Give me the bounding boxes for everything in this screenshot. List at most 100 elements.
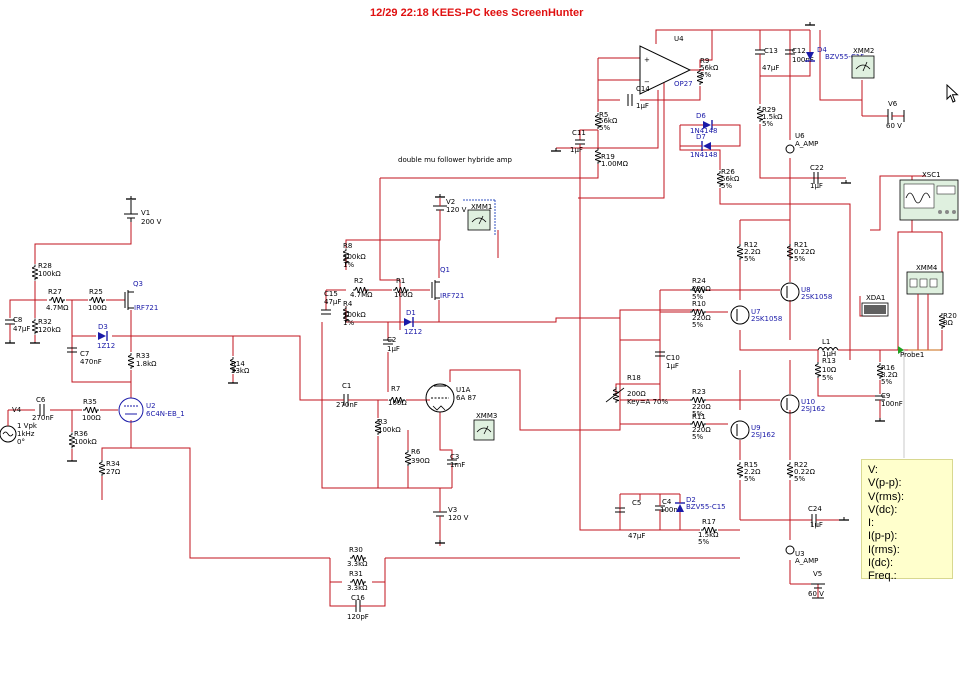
comp-R20[interactable]: R20 8Ω bbox=[939, 312, 957, 330]
comp-R27[interactable]: R27 4.7MΩ bbox=[46, 288, 69, 312]
comp-C8[interactable]: C8 47µF bbox=[5, 316, 30, 344]
comp-U9[interactable]: U9 2SJ162 bbox=[730, 420, 775, 440]
comp-C12[interactable]: C12 100nF bbox=[785, 47, 814, 68]
comp-R5[interactable]: R5 56kΩ 5% bbox=[595, 111, 618, 132]
comp-XMM4[interactable]: XMM4 bbox=[906, 264, 944, 350]
comp-C6[interactable]: C6 270nF bbox=[32, 396, 54, 422]
comp-C14[interactable]: C14 1µF bbox=[627, 85, 650, 110]
comp-R13[interactable]: R13 10Ω 5% bbox=[815, 357, 837, 382]
comp-Q1[interactable]: Q1 IRF721 bbox=[431, 266, 464, 300]
comp-C2[interactable]: C2 1µF bbox=[383, 336, 400, 353]
comp-R16[interactable]: R16 8.2Ω 5% bbox=[877, 362, 898, 386]
comp-C4[interactable]: C4 100nF bbox=[655, 498, 682, 530]
comp-R29[interactable]: R29 1.5kΩ 5% bbox=[757, 105, 783, 128]
comp-D2[interactable]: D2 BZV55-C15 bbox=[675, 496, 726, 530]
comp-C24[interactable]: C24 1µF bbox=[808, 505, 849, 529]
comp-C22[interactable]: C22 1µF bbox=[810, 164, 851, 190]
comp-C16[interactable]: C16 120pF bbox=[345, 594, 375, 621]
comp-C13[interactable]: C13 47µF bbox=[755, 47, 779, 72]
comp-U4[interactable]: + − U4 OP27 bbox=[639, 35, 693, 95]
comp-R21[interactable]: R21 0.22Ω 5% bbox=[787, 241, 816, 263]
comp-L1[interactable]: L1 1µH bbox=[817, 338, 839, 358]
comp-R19[interactable]: R19 1.00MΩ bbox=[595, 148, 629, 168]
comp-R28[interactable]: R28 100kΩ bbox=[32, 262, 61, 281]
comp-R15[interactable]: R15 2.2Ω 5% bbox=[737, 461, 761, 483]
comp-R34[interactable]: R34 27Ω bbox=[99, 460, 121, 476]
comp-R14[interactable]: R14 33kΩ bbox=[228, 356, 250, 384]
comp-D1[interactable]: D1 1Z12 bbox=[404, 309, 422, 336]
comp-Q1-name: Q1 bbox=[440, 266, 450, 274]
comp-R30[interactable]: R30 3.3kΩ bbox=[347, 546, 368, 568]
comp-C7[interactable]: C7 470nF bbox=[67, 347, 102, 366]
comp-R9-tol: 5% bbox=[700, 71, 711, 79]
comp-U6[interactable]: U6 A_AMP bbox=[785, 132, 818, 154]
comp-C9[interactable]: C9 100nF bbox=[875, 392, 903, 422]
comp-R7[interactable]: R7 100Ω bbox=[388, 385, 407, 407]
comp-R34-name: R34 bbox=[106, 460, 120, 468]
comp-R32[interactable]: R32 120kΩ bbox=[30, 318, 61, 344]
comp-R11[interactable]: R11 220Ω 5% bbox=[690, 413, 711, 441]
comp-U2[interactable]: U2 6C4N-EB_1 bbox=[118, 397, 185, 423]
comp-D4[interactable]: D4 BZV55-C15 bbox=[805, 46, 865, 68]
comp-R9[interactable]: R9 56kΩ 5% bbox=[697, 57, 719, 86]
comp-XMM2[interactable]: XMM2 bbox=[851, 47, 875, 79]
comp-D7-name: D7 bbox=[696, 133, 706, 141]
comp-Probe1[interactable]: Probe1 bbox=[898, 346, 924, 458]
comp-XSC1[interactable]: XSC1 bbox=[899, 171, 959, 221]
comp-C5[interactable]: C5 47µF bbox=[615, 494, 645, 540]
comp-R20-name: R20 bbox=[943, 312, 957, 320]
comp-R13-tol: 5% bbox=[822, 374, 833, 382]
comp-U1A[interactable]: U1A 6A 87 bbox=[425, 383, 476, 413]
comp-D2-value: BZV55-C15 bbox=[686, 503, 726, 511]
comp-XMM3[interactable]: XMM3 bbox=[473, 412, 497, 441]
comp-R28-value: 100kΩ bbox=[38, 270, 61, 278]
comp-V6[interactable]: V6 60 V bbox=[861, 100, 905, 130]
comp-XMM1[interactable]: XMM1 bbox=[463, 199, 496, 236]
comp-R3[interactable]: R3 100kΩ bbox=[375, 418, 401, 436]
comp-D6[interactable]: D6 1N4148 bbox=[690, 112, 720, 135]
comp-R31[interactable]: R31 3.3kΩ bbox=[347, 570, 368, 592]
comp-V4[interactable]: V4 1 Vpk 1kHz 0° bbox=[0, 406, 38, 446]
comp-C4-name: C4 bbox=[662, 498, 672, 506]
comp-D3[interactable]: D3 1Z12 bbox=[97, 323, 115, 350]
comp-R23[interactable]: R23 220Ω 5% bbox=[690, 388, 711, 418]
comp-XDA1[interactable]: XDA1 bbox=[861, 294, 889, 317]
comp-R13-value: 10Ω bbox=[822, 366, 837, 374]
comp-R16-tol: 5% bbox=[881, 378, 892, 386]
comp-U7[interactable]: U7 2SK1058 bbox=[730, 305, 782, 325]
comp-V2[interactable]: V2 120 V bbox=[433, 194, 467, 232]
comp-V3[interactable]: V3 120 V bbox=[433, 502, 469, 544]
comp-R18[interactable]: R18 200Ω Key=A 70% bbox=[605, 374, 668, 406]
comp-C1[interactable]: C1 270nF bbox=[330, 382, 360, 409]
comp-R12[interactable]: R12 2.2Ω 5% bbox=[737, 241, 761, 263]
comp-U3[interactable]: U3 A_AMP bbox=[785, 545, 818, 565]
comp-U8[interactable]: U8 2SK1058 bbox=[780, 282, 832, 302]
comp-R35[interactable]: R35 100Ω bbox=[82, 398, 101, 422]
comp-D7[interactable]: D7 1N4148 bbox=[690, 133, 720, 159]
comp-R1[interactable]: R1 100Ω bbox=[392, 277, 413, 299]
comp-R17[interactable]: R17 1.5kΩ 5% bbox=[698, 518, 719, 546]
comp-R24[interactable]: R24 220Ω 5% bbox=[690, 277, 711, 301]
comp-Q3[interactable]: Q3 IRF721 bbox=[124, 280, 158, 312]
comp-C3[interactable]: C3 1mF bbox=[440, 453, 465, 489]
comp-C11[interactable]: C11 1µF bbox=[551, 129, 586, 154]
comp-U10[interactable]: U10 2SJ162 bbox=[780, 394, 825, 414]
comp-R10[interactable]: R10 220Ω 5% bbox=[690, 300, 711, 329]
comp-R36[interactable]: R36 100kΩ bbox=[67, 430, 97, 462]
comp-R2[interactable]: R2 4.7MΩ bbox=[350, 277, 373, 299]
comp-XMM2-name: XMM2 bbox=[853, 47, 874, 55]
comp-C15[interactable]: C15 47µF bbox=[321, 290, 341, 315]
comp-R33[interactable]: R33 1.8kΩ bbox=[128, 352, 157, 370]
comp-V1[interactable]: V1 200 V bbox=[124, 196, 162, 226]
comp-R29-value: 1.5kΩ bbox=[762, 113, 783, 121]
comp-R17-value: 1.5kΩ bbox=[698, 531, 719, 539]
comp-R22[interactable]: R22 0.22Ω 5% bbox=[787, 461, 816, 483]
comp-R6[interactable]: R6 390Ω bbox=[405, 448, 430, 466]
comp-R25[interactable]: R25 100Ω bbox=[88, 288, 107, 312]
comp-R4[interactable]: R4 100kΩ 1% bbox=[343, 300, 366, 327]
comp-C10[interactable]: C10 1µF bbox=[655, 351, 680, 370]
comp-R26[interactable]: R26 56kΩ 5% bbox=[717, 168, 740, 190]
comp-V5[interactable]: V5 60 V bbox=[808, 570, 825, 599]
comp-R8[interactable]: R8 100kΩ 1% bbox=[343, 242, 366, 269]
